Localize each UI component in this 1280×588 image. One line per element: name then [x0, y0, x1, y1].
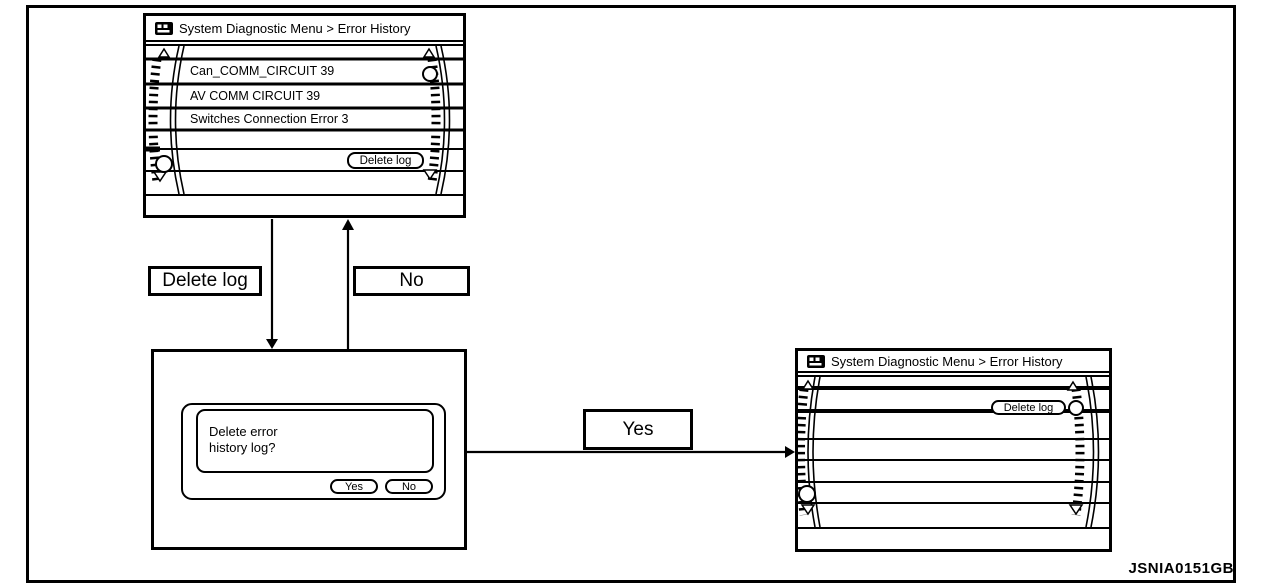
dialog-window: Delete error history log? Yes No	[181, 403, 446, 500]
screen-error-history-list: System Diagnostic Menu > Error History	[143, 13, 466, 218]
dialog-no-button: No	[385, 479, 433, 494]
screen-titlebar: System Diagnostic Menu > Error History	[798, 351, 1109, 373]
dial-knob-icon	[798, 485, 816, 503]
screen-decoration	[146, 46, 463, 194]
scroll-up-icon	[1066, 380, 1080, 391]
scroll-down-icon	[1068, 504, 1084, 516]
dial-knob-icon	[422, 66, 438, 82]
screen-confirm-dialog: Delete error history log? Yes No	[151, 349, 467, 550]
error-history-item-3: Switches Connection Error 3	[190, 112, 349, 126]
scroll-down-icon	[800, 504, 816, 516]
delete-log-button: Delete log	[991, 400, 1066, 415]
screen-title: System Diagnostic Menu > Error History	[831, 353, 1063, 369]
screen-titlebar: System Diagnostic Menu > Error History	[146, 16, 463, 42]
flow-label-delete-log: Delete log	[148, 266, 262, 296]
screen-bottom-strip	[798, 529, 1109, 549]
error-history-item-2: AV COMM CIRCUIT 39	[190, 89, 321, 103]
dialog-message-line-2: history log?	[209, 440, 276, 455]
dial-knob-icon	[1068, 400, 1084, 416]
screen-body: Can_COMM_CIRCUIT 39 AV COMM CIRCUIT 39 S…	[146, 44, 463, 196]
scroll-up-icon	[157, 47, 171, 58]
screen-body: Delete log	[798, 375, 1109, 529]
flow-label-yes: Yes	[583, 409, 693, 450]
system-menu-icon	[807, 354, 825, 368]
dialog-message: Delete error history log?	[196, 409, 434, 473]
error-history-item-1: Can_COMM_CIRCUIT 39	[190, 64, 335, 78]
screen-decoration	[798, 377, 1109, 527]
dialog-buttons: Yes No	[330, 479, 433, 494]
dialog-message-line-1: Delete error	[209, 424, 278, 439]
screen-bottom-strip	[146, 196, 463, 213]
delete-log-button: Delete log	[347, 152, 424, 169]
scroll-down-icon	[422, 169, 438, 181]
screen-title: System Diagnostic Menu > Error History	[179, 20, 411, 36]
scroll-up-icon	[801, 379, 815, 390]
flow-label-no: No	[353, 266, 470, 296]
dial-knob-icon	[155, 155, 173, 173]
figure-code: JSNIA0151GB	[1128, 560, 1234, 577]
scroll-up-icon	[422, 47, 436, 58]
screen-error-history-cleared: System Diagnostic Menu > Error History	[795, 348, 1112, 552]
dialog-yes-button: Yes	[330, 479, 378, 494]
system-menu-icon	[155, 21, 173, 35]
